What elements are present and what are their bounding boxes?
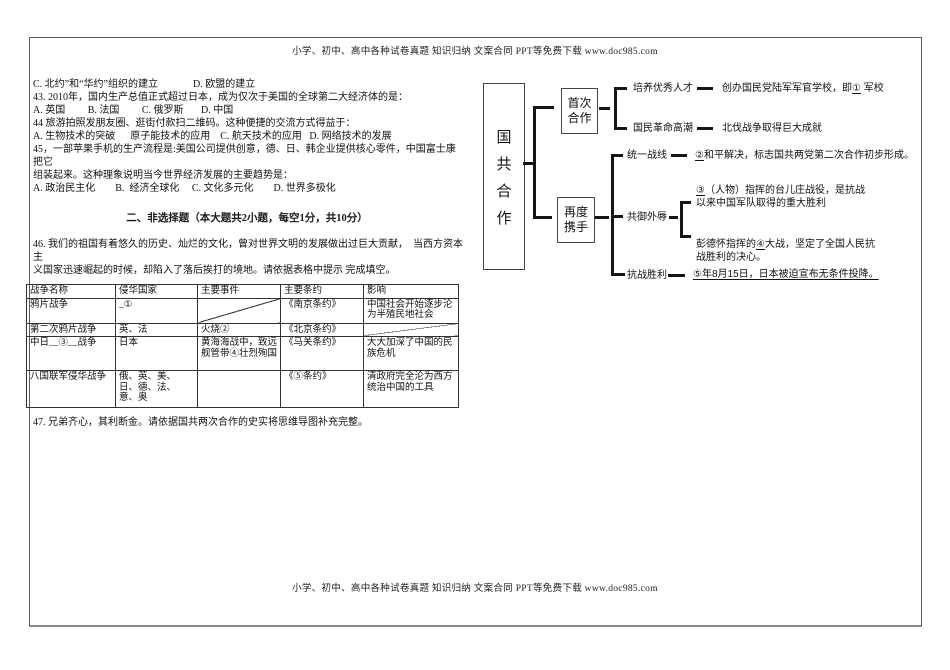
connector-line [599, 107, 610, 110]
branch1-item2-label: 国民革命高潮 [633, 123, 693, 134]
table-cell: 清政府完全沦为西方统治中国的工具 [363, 370, 459, 408]
table-header-row: 战争名称 侵华国家 主要事件 主要条约 影响 [26, 284, 459, 299]
table-cell: _① [115, 297, 198, 324]
bracket-arm [533, 216, 552, 219]
table-cell: 《⑤条约》 [280, 370, 364, 408]
table-header: 侵华国家 [115, 284, 198, 299]
branch2-item3-label: 抗战胜利 [627, 270, 667, 281]
branch2-item2a-text: ③（人物）指挥的台儿庄战役，是抗战 以来中国军队取得的重大胜利 [696, 185, 865, 209]
table-header: 主要事件 [197, 284, 281, 299]
question-line: A. 英国 B. 法国 C. 俄罗斯 D. 中国 [33, 105, 234, 116]
root-char: 国 [496, 129, 512, 146]
bracket-sub [680, 201, 683, 238]
connector-line [523, 162, 535, 165]
table-row: 中日__③__战争 日本 黄海海战中，致远舰管带④壮烈殉国 《马关条约》 大大加… [26, 336, 459, 371]
site-footer-text: 小学、初中、高中各种试卷真题 知识归纳 文案合同 PPT等免费下载 www.do… [292, 584, 658, 594]
table-cell: 中日__③__战争 [26, 336, 116, 371]
table-cell: 日本 [115, 336, 198, 371]
bracket-arm [614, 127, 627, 130]
bracket-arm [611, 154, 623, 157]
branch2-item3-text: ⑤年8月15日，日本被迫宣布无条件投降。 [693, 269, 879, 280]
table-cell: 火烧② [197, 322, 281, 337]
table-cell: 大大加深了中国的民族危机 [363, 336, 459, 371]
blank-1: ① [852, 83, 861, 94]
table-header: 战争名称 [26, 284, 116, 299]
bracket-arm [680, 235, 691, 238]
branch2-item1-text: ②和平解决，标志国共两党第二次合作初步形成。 [695, 150, 914, 161]
section-title: 二、非选择题（本大题共2小题，每空1分，共10分） [126, 213, 368, 224]
connector-line [595, 216, 609, 219]
question-line: A. 政治民主化 B. 经济全球化 C. 文化多元化 D. 世界多极化 [33, 183, 336, 194]
war-history-table: 战争名称 侵华国家 主要事件 主要条约 影响 鸦片战争 _① 《南京条约》 中国… [26, 284, 459, 408]
blank-3: ③ [696, 185, 705, 196]
branch1-item2-text: 北伐战争取得巨大成就 [722, 123, 822, 134]
table-cell [197, 370, 281, 408]
question-line: 43. 2010年，国内生产总值正式超过日本，成为仅次于美国的全球第二大经济体的… [33, 92, 408, 103]
question-46: 46. 我们的祖国有着悠久的历史、灿烂的文化，曾对世界文明的发展做出过巨大贡献，… [33, 238, 463, 277]
table-cell-crossed [197, 297, 281, 324]
question-block: C. 北约”和“华约”组织的建立 D. 欧盟的建立 43. 2010年，国内生产… [33, 78, 463, 195]
bracket-arm [611, 273, 625, 276]
root-char: 合 [496, 183, 512, 200]
table-header: 主要条约 [280, 284, 364, 299]
table-cell: 《北京条约》 [280, 322, 364, 337]
question-line: A. 生物技术的突破 原子能技术的应用 C. 航天技术的应用 D. 网络技术的发… [33, 131, 392, 142]
branch2-item2b-text: 彭德怀指挥的④大战，坚定了全国人民抗 战胜利的决心。 [696, 239, 875, 263]
bracket-arm [614, 87, 627, 90]
root-char: 作 [496, 210, 512, 227]
question-line: C. 北约”和“华约”组织的建立 D. 欧盟的建立 [33, 79, 256, 90]
table-cell: 俄、英、美、日、德、法、意、奥 [115, 370, 198, 408]
branch2-item1-label: 统一战线 [627, 150, 667, 161]
question-46-line2: 义国家迅速崛起的时候，却陷入了落后挨打的境地。请依据表格中提示 完成填空。 [33, 265, 396, 276]
bracket-arm [611, 215, 623, 218]
table-cell-crossed [363, 322, 459, 337]
bracket-branch1 [614, 87, 617, 130]
branch1-item1-label: 培养优秀人才 [633, 83, 693, 94]
blank-2: ② [695, 150, 704, 161]
table-cell: 鸦片战争 [26, 297, 116, 324]
branch2-item2-label: 共御外辱 [627, 212, 667, 223]
table-cell: 《南京条约》 [280, 297, 364, 324]
second-cooperation-box: 再度 携手 [557, 197, 595, 243]
bracket-arm [533, 106, 554, 109]
mindmap-root-box: 国 共 合 作 [483, 83, 525, 270]
table-row: 第二次鸦片战争 英、法 火烧② 《北京条约》 [26, 322, 459, 337]
box-line: 携手 [563, 220, 588, 234]
dash-line [668, 274, 685, 277]
table-cell: 《马关条约》 [280, 336, 364, 371]
site-header-text: 小学、初中、高中各种试卷真题 知识归纳 文案合同 PPT等免费下载 www.do… [292, 47, 658, 57]
question-47: 47. 兄弟齐心，其利断金。请依据国共两次合作的史实将思维导图补充完整。 [33, 417, 368, 428]
question-line: 44 旅游拍照发朋友圈、逛街付款扫二维码。这种便捷的交流方式得益于： [33, 118, 356, 129]
table-cell: 英、法 [115, 322, 198, 337]
table-row: 八国联军侵华战争 俄、英、美、日、德、法、意、奥 《⑤条约》 清政府完全沦为西方… [26, 370, 459, 408]
table-cell: 黄海海战中，致远舰管带④壮烈殉国 [197, 336, 281, 371]
box-line: 再度 [563, 205, 588, 219]
root-char: 共 [496, 156, 512, 173]
table-cell: 第二次鸦片战争 [26, 322, 116, 337]
question-line: 组装起来。这种理象说明当今世界经济发展的主要趋势是： [33, 170, 293, 181]
box-line: 合作 [567, 111, 592, 125]
table-row: 鸦片战争 _① 《南京条约》 中国社会开始逐步沦为半殖民地社会 [26, 297, 459, 324]
table-cell: 中国社会开始逐步沦为半殖民地社会 [363, 297, 459, 324]
dash-line [697, 127, 713, 130]
box-line: 首次 [567, 96, 592, 110]
dash-line [697, 87, 713, 90]
question-line: 45，一部苹果手机的生产流程是:美国公司提供创意，德、日、韩企业提供核心零件，中… [33, 144, 456, 168]
blank-4: ④ [756, 239, 765, 250]
branch1-item1-text: 创办国民党陆军军官学校，即① 军校 [722, 83, 884, 94]
question-46-line1: 46. 我们的祖国有着悠久的历史、灿烂的文化，曾对世界文明的发展做出过巨大贡献，… [33, 239, 463, 263]
table-header: 影响 [363, 284, 459, 299]
first-cooperation-box: 首次 合作 [561, 88, 598, 134]
table-cell: 八国联军侵华战争 [26, 370, 116, 408]
bracket-arm [680, 201, 691, 204]
bracket-level1 [533, 106, 536, 219]
dash-line [669, 216, 678, 219]
dash-line [671, 154, 687, 157]
